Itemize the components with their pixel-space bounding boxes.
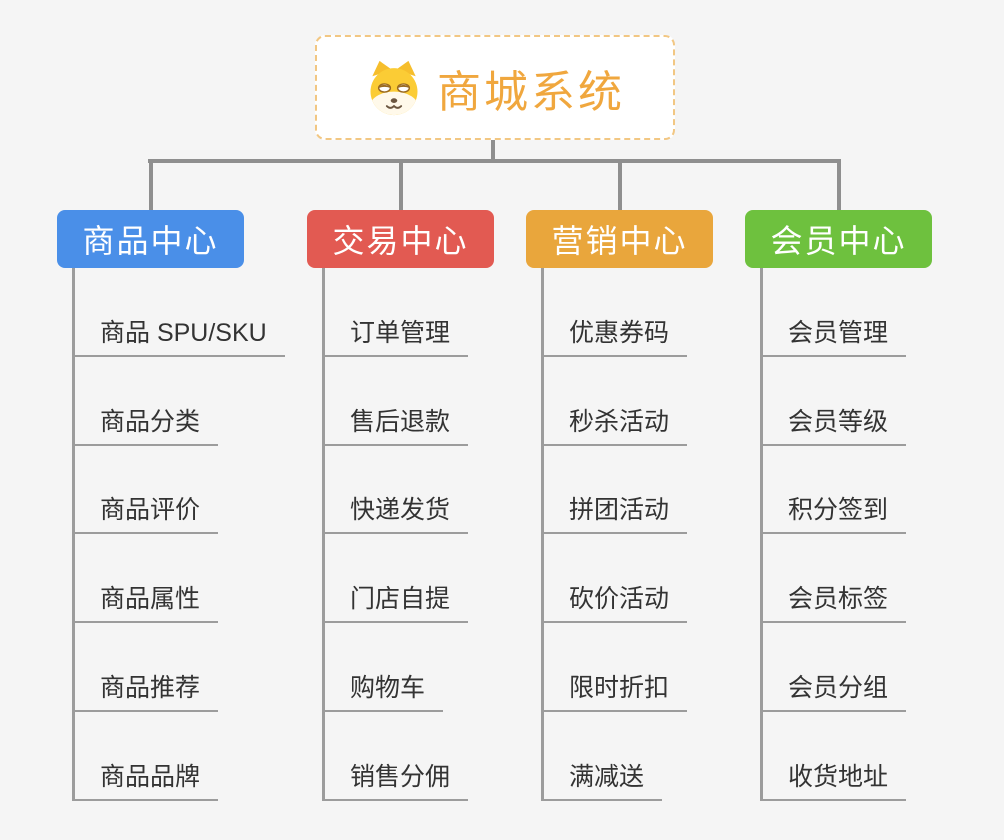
branch-drop-connector-member-center <box>836 159 841 210</box>
leaf-node-product-center-1[interactable]: 商品分类 <box>72 402 219 446</box>
leaf-node-product-center-3[interactable]: 商品属性 <box>72 579 219 624</box>
branch-children-trade-center: 订单管理售后退款快递发货门店自提购物车销售分佣 <box>322 268 469 801</box>
branch-spine-connector-member-center <box>760 268 763 801</box>
leaf-slot: 商品推荐 <box>72 623 285 712</box>
branch-spine-connector-marketing-center <box>541 268 544 801</box>
leaf-node-trade-center-2[interactable]: 快递发货 <box>322 490 469 535</box>
leaf-node-member-center-3[interactable]: 会员标签 <box>760 579 907 624</box>
bus-connector <box>148 159 840 163</box>
leaf-slot: 砍价活动 <box>541 534 688 624</box>
leaf-slot: 售后退款 <box>322 357 469 446</box>
leaf-node-trade-center-4[interactable]: 购物车 <box>322 668 444 712</box>
leaf-node-trade-center-0[interactable]: 订单管理 <box>322 313 469 357</box>
leaf-slot: 门店自提 <box>322 534 469 624</box>
leaf-node-member-center-4[interactable]: 会员分组 <box>760 668 907 712</box>
branch-drop-connector-trade-center <box>398 159 403 210</box>
branch-header-trade-center[interactable]: 交易中心 <box>307 210 494 268</box>
leaf-slot: 拼团活动 <box>541 446 688 535</box>
leaf-slot: 积分签到 <box>760 446 907 535</box>
leaf-node-member-center-1[interactable]: 会员等级 <box>760 402 907 446</box>
branch-children-member-center: 会员管理会员等级积分签到会员标签会员分组收货地址 <box>760 268 907 801</box>
leaf-node-marketing-center-4[interactable]: 限时折扣 <box>541 668 688 712</box>
leaf-slot: 商品品牌 <box>72 712 285 801</box>
leaf-node-marketing-center-3[interactable]: 砍价活动 <box>541 579 688 624</box>
leaf-slot: 商品属性 <box>72 534 285 624</box>
branch-spine-connector-trade-center <box>322 268 325 801</box>
leaf-slot: 会员管理 <box>760 268 907 357</box>
leaf-node-trade-center-3[interactable]: 门店自提 <box>322 579 469 624</box>
leaf-node-trade-center-1[interactable]: 售后退款 <box>322 402 469 446</box>
leaf-slot: 会员标签 <box>760 534 907 624</box>
leaf-slot: 满减送 <box>541 712 687 801</box>
leaf-node-member-center-2[interactable]: 积分签到 <box>760 490 907 535</box>
branch-spine-connector-product-center <box>72 268 75 801</box>
leaf-node-member-center-0[interactable]: 会员管理 <box>760 313 907 357</box>
leaf-slot: 购物车 <box>322 623 468 712</box>
leaf-slot: 快递发货 <box>322 446 469 535</box>
leaf-slot: 会员等级 <box>760 357 907 446</box>
leaf-slot: 商品 SPU/SKU <box>72 268 285 357</box>
leaf-slot: 商品评价 <box>72 446 285 535</box>
leaf-slot: 会员分组 <box>760 623 907 712</box>
leaf-node-product-center-4[interactable]: 商品推荐 <box>72 668 219 712</box>
leaf-slot: 限时折扣 <box>541 623 688 712</box>
leaf-node-trade-center-5[interactable]: 销售分佣 <box>322 757 469 801</box>
leaf-node-product-center-5[interactable]: 商品品牌 <box>72 757 219 801</box>
root-drop-connector <box>491 140 495 161</box>
leaf-slot: 销售分佣 <box>322 712 469 801</box>
leaf-slot: 商品分类 <box>72 357 285 446</box>
branch-children-product-center: 商品 SPU/SKU 商品分类商品评价商品属性商品推荐商品品牌 <box>72 268 285 801</box>
leaf-slot: 优惠券码 <box>541 268 688 357</box>
branch-header-member-center[interactable]: 会员中心 <box>745 210 932 268</box>
dog-face-icon <box>365 60 423 116</box>
branch-drop-connector-marketing-center <box>617 159 622 210</box>
leaf-node-product-center-0[interactable]: 商品 SPU/SKU <box>72 313 285 357</box>
leaf-node-marketing-center-2[interactable]: 拼团活动 <box>541 490 688 535</box>
branch-children-marketing-center: 优惠券码秒杀活动拼团活动砍价活动限时折扣满减送 <box>541 268 688 801</box>
leaf-slot: 秒杀活动 <box>541 357 688 446</box>
leaf-node-marketing-center-0[interactable]: 优惠券码 <box>541 313 688 357</box>
root-node[interactable]: 商城系统 <box>315 35 675 140</box>
root-title: 商城系统 <box>437 67 625 117</box>
branch-header-product-center[interactable]: 商品中心 <box>57 210 244 268</box>
branch-header-marketing-center[interactable]: 营销中心 <box>526 210 713 268</box>
branch-drop-connector-product-center <box>148 159 153 210</box>
leaf-node-product-center-2[interactable]: 商品评价 <box>72 490 219 535</box>
leaf-slot: 收货地址 <box>760 712 907 801</box>
leaf-node-marketing-center-1[interactable]: 秒杀活动 <box>541 402 688 446</box>
leaf-node-member-center-5[interactable]: 收货地址 <box>760 757 907 801</box>
leaf-slot: 订单管理 <box>322 268 469 357</box>
leaf-node-marketing-center-5[interactable]: 满减送 <box>541 757 663 801</box>
